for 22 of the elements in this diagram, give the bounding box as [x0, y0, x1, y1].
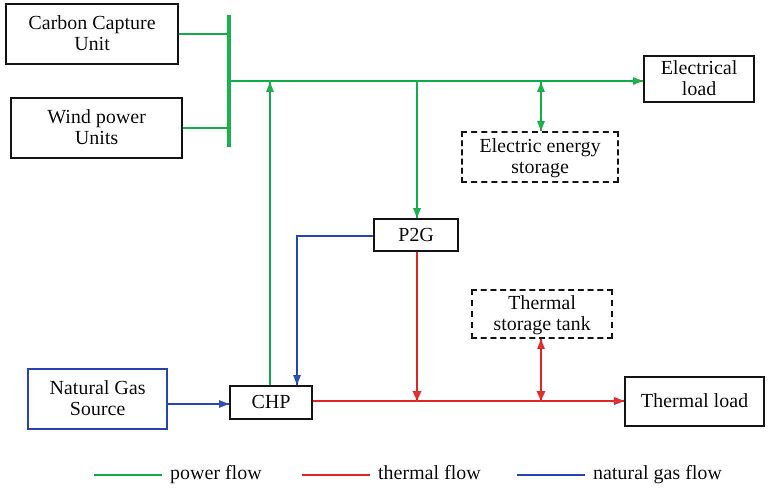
node-label: Electric energy storage [478, 136, 602, 178]
unit-box [10, 97, 183, 159]
node-label: P2G [398, 224, 434, 246]
node-label: Electrical load [660, 58, 738, 100]
storage-box [461, 131, 619, 183]
node-label: Carbon Capture Unit [27, 13, 157, 55]
node-label: CHP [252, 392, 290, 413]
unit-box [5, 3, 179, 65]
node-label: Natural Gas Source [48, 378, 147, 420]
load-box [643, 55, 755, 103]
node-label: Wind power Units [46, 107, 147, 149]
process-box [373, 218, 459, 252]
legend-label: thermal flow [378, 462, 481, 485]
process-box [229, 385, 313, 420]
load-box [624, 376, 765, 427]
legend-label: power flow [170, 462, 262, 485]
node-label: Thermal storage tank [492, 293, 592, 335]
storage-box [471, 289, 613, 339]
node-label: Thermal load [640, 391, 748, 412]
source-box [27, 368, 168, 430]
legend-label: natural gas flow [593, 462, 722, 485]
bus-bar [227, 15, 231, 147]
